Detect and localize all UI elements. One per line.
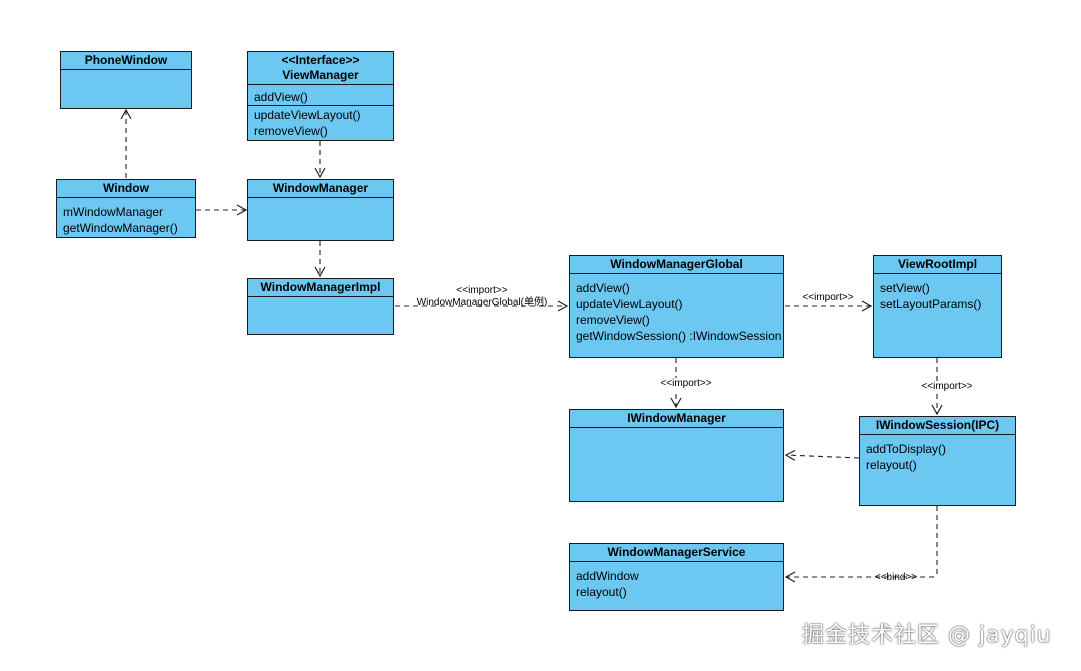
class-viewmanager[interactable]: <<Interface>> ViewManager addView() upda… (247, 51, 394, 141)
class-window[interactable]: Window mWindowManager getWindowManager() (56, 179, 196, 238)
class-name: WindowManagerService (607, 545, 746, 559)
impl-to-global-stereotype-label: <<import>> (456, 285, 508, 296)
class-member: relayout() (576, 585, 627, 599)
class-stereotype: <<Interface>> (281, 53, 360, 67)
class-name: WindowManagerImpl (260, 280, 381, 294)
class-member: setLayoutParams() (880, 297, 982, 311)
class-member: addToDisplay() (866, 442, 947, 456)
class-header: ViewRootImpl (874, 256, 1001, 274)
class-windowmanagerglobal[interactable]: WindowManagerGlobal addView() updateView… (569, 255, 784, 358)
class-header: WindowManagerGlobal (570, 256, 783, 274)
class-header: IWindowSession(IPC) (860, 417, 1015, 435)
class-members: addView() updateViewLayout() removeView(… (248, 85, 393, 144)
class-member: addWindow (576, 569, 639, 583)
class-member: removeView() (576, 313, 650, 327)
class-windowmanager[interactable]: WindowManager (247, 179, 394, 241)
class-member: updateViewLayout() (576, 297, 683, 311)
session-to-wms-arrow (784, 506, 938, 583)
global-to-iwindowmanager-label: <<import>> (659, 378, 713, 390)
class-member: removeView() (254, 124, 328, 138)
class-members (248, 297, 393, 307)
class-members: addView() updateViewLayout() removeView(… (570, 274, 783, 349)
class-member: addView() (576, 281, 630, 295)
class-iwindowmanager[interactable]: IWindowManager (569, 409, 784, 502)
class-members: addToDisplay() relayout() (860, 435, 1015, 478)
viewroot-to-session-label: <<import>> (920, 381, 974, 393)
class-members (570, 428, 783, 438)
class-header: PhoneWindow (61, 52, 191, 70)
class-member: getWindowManager() (63, 221, 178, 235)
class-windowmanagerimpl[interactable]: WindowManagerImpl (247, 278, 394, 335)
class-name: Window (103, 181, 149, 195)
class-phonewindow[interactable]: PhoneWindow (60, 51, 192, 109)
class-name: IWindowSession(IPC) (875, 418, 1000, 432)
class-members: addWindow relayout() (570, 562, 783, 605)
class-members: mWindowManager getWindowManager() (57, 198, 195, 241)
class-header: WindowManagerImpl (248, 279, 393, 297)
watermark: 掘金技术社区 @ jayqiu (802, 623, 1052, 648)
impl-to-global-label: WindowManagerGlobal(单例) (416, 297, 548, 308)
class-member: getWindowSession() :IWindowSession (576, 329, 782, 343)
session-to-iwindowmanager-arrow (784, 449, 860, 461)
class-name: IWindowManager (627, 411, 726, 425)
class-member: mWindowManager (63, 205, 164, 219)
class-viewrootimpl[interactable]: ViewRootImpl setView() setLayoutParams() (873, 255, 1002, 358)
class-header: WindowManagerService (570, 544, 783, 562)
class-member: relayout() (866, 458, 917, 472)
class-name: PhoneWindow (84, 53, 168, 67)
class-header: <<Interface>> ViewManager (248, 52, 393, 85)
class-members (248, 198, 393, 208)
class-member: addView() (254, 90, 308, 104)
class-windowmanagerservice[interactable]: WindowManagerService addWindow relayout(… (569, 543, 784, 611)
class-member: setView() (880, 281, 930, 295)
class-name: ViewManager (282, 68, 359, 82)
class-name: WindowManagerGlobal (610, 257, 743, 271)
class-iwindowsession[interactable]: IWindowSession(IPC) addToDisplay() relay… (859, 416, 1016, 506)
session-to-wms-label: <<bind>> (874, 572, 918, 583)
class-header: Window (57, 180, 195, 198)
class-member: updateViewLayout() (248, 105, 393, 123)
class-members (61, 70, 191, 80)
class-name: WindowManager (272, 181, 369, 195)
class-members: setView() setLayoutParams() (874, 274, 1001, 317)
class-header: WindowManager (248, 180, 393, 198)
class-name: ViewRootImpl (897, 257, 978, 271)
class-header: IWindowManager (570, 410, 783, 428)
global-to-viewroot-label: <<import>> (801, 292, 855, 304)
